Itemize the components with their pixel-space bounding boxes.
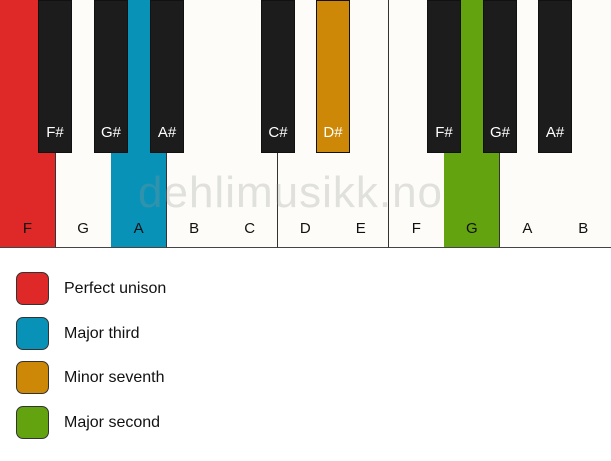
key-label: B [189, 220, 200, 237]
key-label: G# [489, 124, 510, 141]
key-label: E [355, 220, 366, 237]
black-key-c-sharp[interactable]: C# [261, 0, 295, 153]
legend-label: Major second [64, 413, 161, 431]
black-key-f-sharp[interactable]: F# [38, 0, 72, 153]
key-label: G# [100, 124, 121, 141]
key-label: C# [268, 124, 288, 141]
black-key-f-sharp[interactable]: F# [427, 0, 461, 153]
key-label: B [578, 220, 589, 237]
key-label: F [411, 220, 421, 237]
key-label: A# [157, 124, 177, 141]
key-label: D [299, 220, 311, 237]
key-label: A [522, 220, 533, 237]
key-label: C [244, 220, 256, 237]
key-label: F# [435, 124, 453, 141]
color-swatch [16, 361, 49, 394]
key-label: G [77, 220, 89, 237]
key-label: D# [323, 124, 343, 141]
color-swatch [16, 316, 49, 350]
black-key-d-sharp[interactable]: D# [316, 0, 350, 153]
legend-label: Perfect unison [64, 280, 167, 297]
key-label: F# [46, 124, 64, 141]
black-key-a-sharp[interactable]: A# [150, 0, 184, 153]
legend-label: Major third [64, 324, 140, 342]
black-key-a-sharp[interactable]: A# [538, 0, 572, 153]
black-key-g-sharp[interactable]: G# [94, 0, 128, 153]
color-swatch [16, 272, 49, 305]
key-label: A# [545, 124, 565, 141]
color-swatch [16, 405, 49, 439]
black-key-g-sharp[interactable]: G# [483, 0, 517, 153]
key-label: G [466, 220, 478, 237]
legend-label: Minor seventh [64, 369, 165, 386]
key-label: A [133, 220, 144, 237]
key-label: F [22, 220, 33, 237]
